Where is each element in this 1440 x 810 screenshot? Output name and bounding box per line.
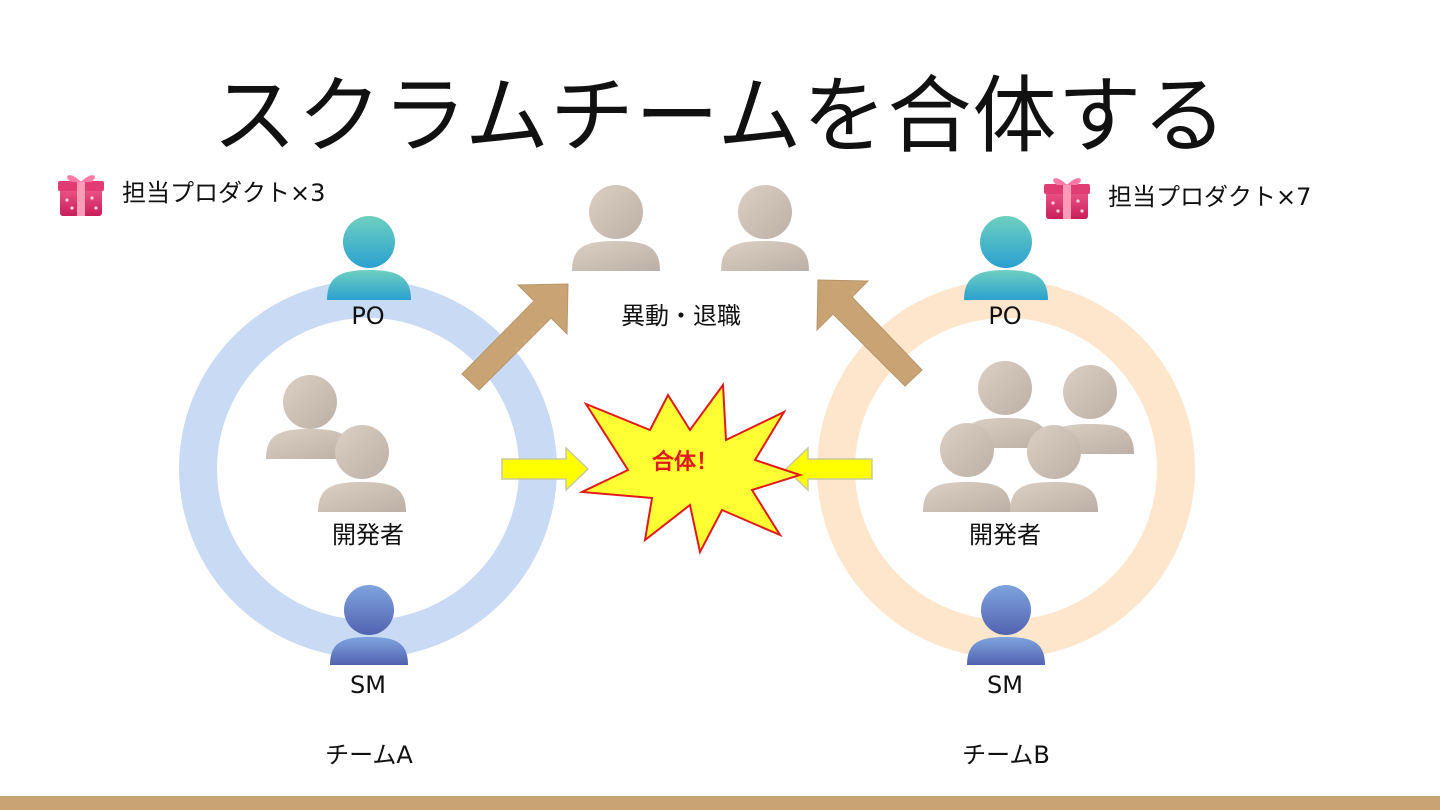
merge-arrow-right [784, 446, 873, 492]
team-b-name: チームB [962, 741, 1050, 769]
team-a-name: チームA [325, 741, 413, 769]
team-a-po-label: PO [351, 302, 385, 330]
merge-burst [578, 382, 804, 555]
team-b-dev-label: 開発者 [969, 521, 1041, 549]
team-a-dev-label: 開発者 [332, 521, 404, 549]
person-icon-leaving-2 [721, 185, 809, 271]
leave-label: 異動・退職 [621, 302, 741, 330]
merge-arrow-left [501, 446, 590, 492]
person-icon-dev-b-3 [923, 423, 1011, 512]
person-icon-leaving-1 [572, 185, 660, 271]
person-icon-po-a [327, 216, 411, 300]
gift-icon [58, 175, 104, 216]
leave-arrow-left [461, 283, 569, 391]
person-icon-po-b [964, 216, 1048, 300]
person-icon-sm-b [967, 585, 1045, 665]
person-icon-dev-a-1 [266, 375, 354, 459]
person-icon-dev-b-4 [1010, 425, 1098, 512]
team-a-sm-label: SM [350, 671, 386, 699]
person-icon-dev-a-2 [318, 425, 406, 512]
team-b-product-count: 担当プロダクト×7 [1108, 183, 1312, 211]
leave-arrow-right [816, 279, 923, 387]
footer-bar [0, 796, 1440, 810]
slide-title: スクラムチームを合体する [212, 67, 1228, 165]
team-b-po-label: PO [988, 302, 1022, 330]
team-a-product-count: 担当プロダクト×3 [122, 179, 326, 207]
team-b-sm-label: SM [987, 671, 1023, 699]
gift-icon [1044, 178, 1090, 219]
person-icon-sm-a [330, 585, 408, 665]
merge-label: 合体！ [651, 450, 718, 475]
